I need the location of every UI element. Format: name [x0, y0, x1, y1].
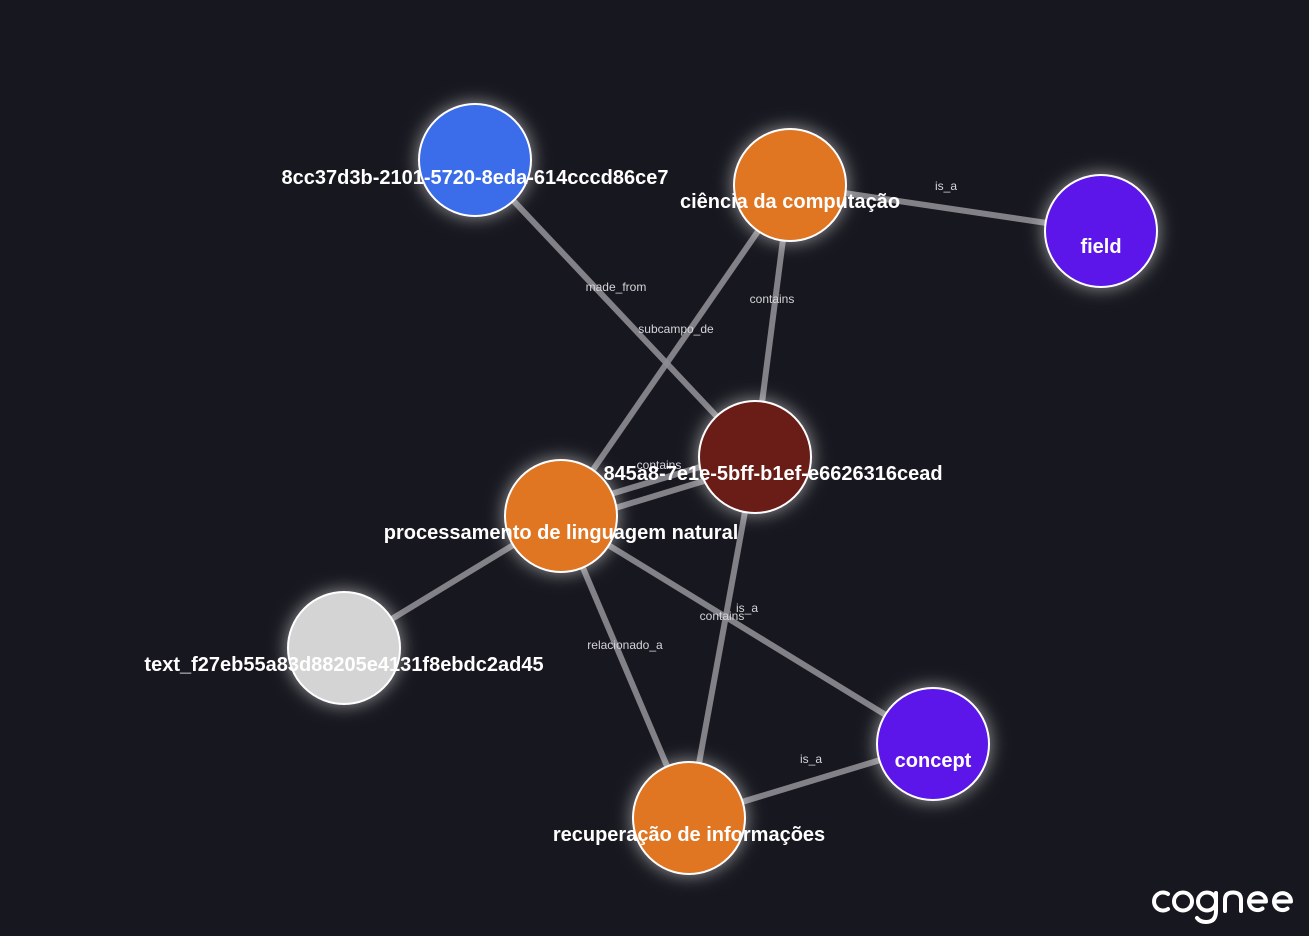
node-labels-layer: 8cc37d3b-2101-5720-8eda-614cccd86ce7 ciên…: [144, 167, 1121, 846]
edge-pln-cdc-subcampo_de[interactable]: [558, 183, 793, 518]
edge-pln-concept-is_a[interactable]: [559, 513, 935, 747]
node-uuid_8cc[interactable]: [418, 103, 532, 217]
nodes-layer: [287, 103, 1158, 875]
node-label-concept: concept: [895, 750, 972, 772]
node-ri[interactable]: [632, 761, 746, 875]
node-label-field: field: [1080, 236, 1121, 258]
edge-uuid_8cc-uuid_845-made_from[interactable]: [472, 157, 758, 460]
node-label-uuid_8cc: 8cc37d3b-2101-5720-8eda-614cccd86ce7: [282, 167, 669, 189]
edge-labels-layer: is_a made_from contains subcampo_de contains…: [586, 179, 958, 766]
edge-label: made_from: [586, 280, 647, 294]
edge-label: is_a: [935, 179, 957, 193]
edge-label: contains: [750, 292, 795, 306]
node-label-cdc: ciência da computação: [680, 191, 900, 213]
cognee-logo: [1152, 890, 1293, 924]
node-uuid_845[interactable]: [698, 400, 812, 514]
edge-label: is_a: [736, 601, 758, 615]
edge-label: relacionado_a: [587, 638, 663, 652]
edge-uuid_845-ri-contains[interactable]: [686, 456, 758, 819]
node-label-text: text_f27eb55a83d88205e4131f8ebdc2ad45: [144, 654, 543, 676]
edge-label: is_a: [800, 752, 822, 766]
node-pln[interactable]: [504, 459, 618, 573]
node-concept[interactable]: [876, 687, 990, 801]
node-label-uuid_845: 845a8-7e1e-5bff-b1ef-e6626316cead: [603, 463, 942, 485]
node-text[interactable]: [287, 591, 401, 705]
node-label-ri: recuperação de informações: [553, 824, 825, 846]
node-cdc[interactable]: [733, 128, 847, 242]
node-label-pln: processamento de linguagem natural: [384, 522, 739, 544]
edge-label: subcampo_de: [638, 322, 714, 336]
edge-label: contains: [700, 609, 745, 623]
edge-label: contains: [637, 458, 682, 472]
node-field[interactable]: [1044, 174, 1158, 288]
